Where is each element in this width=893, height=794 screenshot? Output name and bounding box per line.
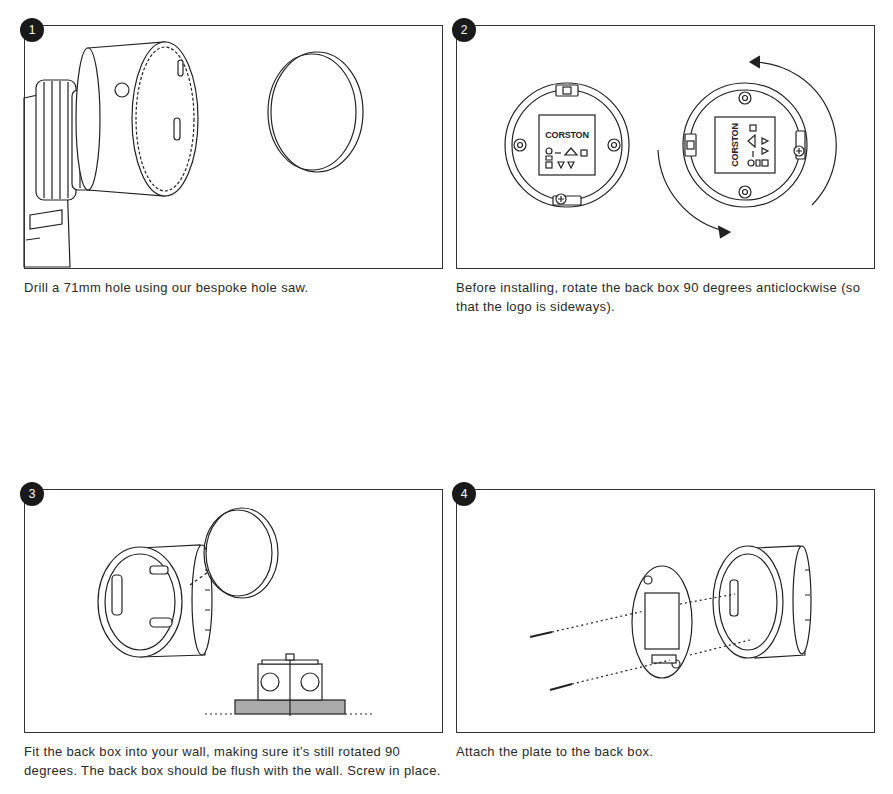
step-panel: Attach the plate to the back box. 4 bbox=[456, 489, 885, 789]
panel-frame bbox=[456, 25, 875, 269]
step-panel: Before installing, rotate the back box 9… bbox=[456, 25, 885, 325]
step-caption: Fit the back box into your wall, making … bbox=[24, 743, 449, 780]
step-caption: Attach the plate to the back box. bbox=[456, 743, 881, 762]
logo-text: CORSTON bbox=[730, 123, 740, 166]
callout-number: 2 bbox=[452, 18, 476, 42]
step-caption: Drill a 71mm hole using our bespoke hole… bbox=[24, 279, 449, 298]
callout-number: 1 bbox=[20, 18, 44, 42]
callout-number-text: 2 bbox=[461, 24, 468, 36]
panel-frame bbox=[24, 25, 443, 269]
step-panel: Drill a 71mm hole using our bespoke hole… bbox=[24, 25, 453, 325]
callout-number: 4 bbox=[452, 482, 476, 506]
callout-number: 3 bbox=[20, 482, 44, 506]
panel-frame bbox=[24, 489, 443, 733]
callout-number-text: 3 bbox=[29, 488, 36, 500]
callout-number-text: 1 bbox=[29, 24, 36, 36]
panel-frame bbox=[456, 489, 875, 733]
logo-text: CORSTON bbox=[545, 130, 588, 140]
step-panel: Fit the back box into your wall, making … bbox=[24, 489, 453, 789]
callout-number-text: 4 bbox=[461, 488, 468, 500]
step-caption: Before installing, rotate the back box 9… bbox=[456, 279, 881, 316]
